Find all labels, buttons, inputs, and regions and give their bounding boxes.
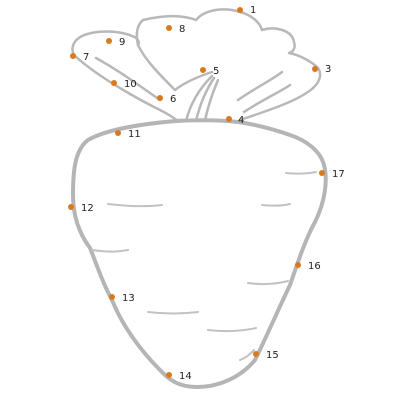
dot-marker[interactable]: [237, 7, 243, 13]
carrot-leaves: [71, 8, 322, 123]
dot-point[interactable]: 1: [237, 5, 256, 16]
dot-point[interactable]: 16: [295, 261, 321, 272]
leaf-middle-outline: [135, 15, 198, 92]
dot-marker[interactable]: [115, 130, 121, 136]
dot-label: 12: [81, 203, 94, 214]
body-shade-7: [247, 280, 289, 286]
dot-point[interactable]: 5: [200, 66, 219, 77]
body-shade-3: [147, 311, 199, 315]
leaf-right-inner: [242, 83, 292, 114]
leaf-left-outline: [71, 30, 140, 57]
dot-point[interactable]: 6: [157, 94, 176, 105]
dot-point[interactable]: 15: [253, 350, 279, 361]
dot-point[interactable]: 14: [166, 371, 192, 382]
dot-marker[interactable]: [111, 80, 117, 86]
dot-point[interactable]: 11: [115, 129, 141, 140]
leaf-middle-inner: [173, 70, 214, 92]
dot-point[interactable]: 12: [68, 203, 94, 214]
dot-point[interactable]: 17: [319, 169, 345, 180]
dot-marker[interactable]: [200, 67, 206, 73]
dot-label: 8: [179, 24, 185, 35]
dot-marker[interactable]: [253, 351, 259, 357]
dot-marker[interactable]: [166, 25, 172, 31]
dot-marker[interactable]: [295, 262, 301, 268]
body-shade-1: [107, 203, 163, 208]
dot-marker[interactable]: [166, 372, 172, 378]
dot-label: 1: [250, 5, 256, 16]
dot-label: 3: [325, 64, 331, 75]
dot-label: 13: [122, 293, 135, 304]
leaf-right-inner-2: [236, 70, 284, 102]
dot-point[interactable]: 9: [106, 37, 125, 48]
dot-marker[interactable]: [70, 53, 76, 59]
dot-marker[interactable]: [226, 116, 232, 122]
stem-center: [194, 76, 216, 123]
dot-label: 10: [124, 79, 137, 90]
carrot-body-outline: [71, 118, 328, 389]
carrot-body: [71, 118, 328, 389]
dot-marker[interactable]: [319, 170, 325, 176]
body-shade-2: [91, 249, 129, 253]
dot-point[interactable]: 3: [312, 64, 331, 75]
body-shade-6: [285, 171, 317, 175]
dot-point[interactable]: 13: [109, 293, 135, 304]
dot-point[interactable]: 8: [166, 24, 185, 35]
dot-label: 6: [170, 94, 176, 105]
dot-label: 16: [308, 261, 321, 272]
stem-right: [203, 78, 220, 123]
dot-marker[interactable]: [109, 294, 115, 300]
body-shade-5: [261, 203, 291, 207]
stem-left: [184, 74, 214, 123]
dot-marker[interactable]: [68, 204, 74, 210]
body-shade-4: [207, 327, 257, 333]
dot-point[interactable]: 7: [70, 52, 89, 63]
dot-label: 11: [128, 129, 141, 140]
dot-marker[interactable]: [106, 38, 112, 44]
leaf-left-lower: [72, 53, 180, 123]
dot-marker[interactable]: [157, 95, 163, 101]
dot-label: 5: [213, 66, 219, 77]
dot-marker[interactable]: [312, 66, 318, 72]
leaf-left-inner: [94, 56, 162, 102]
dot-label: 17: [332, 169, 345, 180]
dot-label: 14: [179, 371, 192, 382]
dot-point[interactable]: 4: [226, 115, 244, 126]
body-shade-8: [239, 349, 255, 361]
leaf-right-outline: [194, 8, 322, 122]
dot-point[interactable]: 10: [111, 79, 137, 90]
dot-label: 15: [266, 350, 279, 361]
dot-label: 9: [119, 37, 125, 48]
dot-label: 7: [83, 52, 89, 63]
numbered-dots: 1 3 4 5 6 7 8: [68, 5, 345, 382]
dot-label: 4: [238, 115, 244, 126]
